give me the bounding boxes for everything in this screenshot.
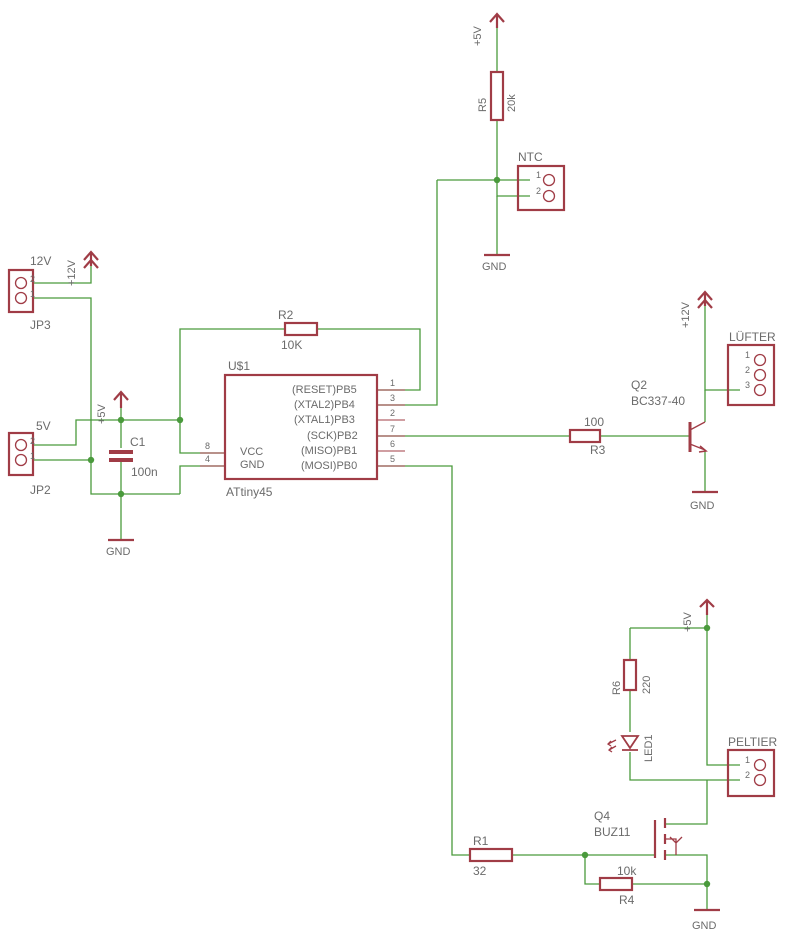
plus5v-symbol-r5: +5V (472, 12, 505, 46)
mcu-pin-label: (RESET)PB5 (292, 384, 357, 396)
svg-text:8: 8 (205, 441, 210, 451)
mcu-attiny45: U$1 ATtiny45 VCC GND 8 4 (RESET)PB5 (XTA… (200, 359, 405, 499)
resistor-r1: R1 32 (468, 834, 514, 878)
svg-text:JP2: JP2 (30, 483, 51, 497)
svg-text:1: 1 (30, 451, 35, 461)
svg-text:U$1: U$1 (228, 359, 250, 373)
plus12v-symbol-luefter: +12V (680, 290, 713, 328)
svg-text:2: 2 (536, 186, 541, 196)
transistor-q2: Q2 BC337-40 (631, 378, 708, 453)
mcu-pin-label: (MISO)PB1 (301, 445, 357, 457)
svg-text:20k: 20k (506, 94, 518, 112)
svg-text:R2: R2 (278, 308, 294, 322)
svg-text:1: 1 (536, 170, 541, 180)
svg-text:Q4: Q4 (594, 809, 610, 823)
svg-text:VCC: VCC (240, 446, 263, 458)
svg-text:1: 1 (30, 289, 35, 299)
mcu-pin-label: (MOSI)PB0 (301, 460, 357, 472)
svg-text:GND: GND (482, 261, 507, 273)
led-led1: LED1 (606, 734, 655, 762)
resistor-r4: 10k R4 (598, 864, 637, 907)
resistor-r2: R2 10K (278, 308, 319, 352)
svg-text:PELTIER: PELTIER (728, 735, 777, 749)
svg-text:2: 2 (30, 274, 35, 284)
svg-text:BC337-40: BC337-40 (631, 394, 685, 408)
connector-ntc: NTC 1 2 (516, 150, 566, 212)
svg-text:10K: 10K (281, 338, 302, 352)
svg-text:R1: R1 (473, 834, 489, 848)
resistor-r5: R5 20k (477, 70, 518, 122)
svg-text:100: 100 (584, 415, 604, 429)
plus5v-symbol-peltier: +5V (682, 598, 715, 632)
plus12v-symbol-jp3: +12V (66, 250, 99, 286)
svg-text:R6: R6 (611, 681, 623, 695)
svg-text:+5V: +5V (96, 403, 108, 424)
junctions (87, 176, 711, 888)
svg-text:+12V: +12V (66, 259, 78, 286)
svg-text:12V: 12V (30, 254, 51, 268)
svg-text:GND: GND (240, 459, 265, 471)
plus5v-symbol-c1: +5V (96, 390, 129, 424)
svg-text:1: 1 (390, 378, 395, 388)
svg-text:1: 1 (745, 350, 750, 360)
svg-text:C1: C1 (130, 435, 146, 449)
gnd-symbol-ntc: GND (482, 253, 510, 273)
svg-text:ATtiny45: ATtiny45 (226, 485, 273, 499)
wires (32, 22, 740, 910)
mosfet-q4: Q4 BUZ11 (594, 809, 683, 860)
svg-text:5V: 5V (36, 419, 51, 433)
svg-text:NTC: NTC (518, 150, 543, 164)
svg-text:4: 4 (205, 454, 210, 464)
svg-text:JP3: JP3 (30, 318, 51, 332)
svg-text:2: 2 (745, 770, 750, 780)
mcu-pin-label: (XTAL1)PB3 (294, 414, 355, 426)
svg-text:2: 2 (745, 365, 750, 375)
svg-text:+5V: +5V (682, 611, 694, 632)
svg-text:32: 32 (473, 864, 487, 878)
svg-text:R5: R5 (477, 98, 489, 112)
svg-text:BUZ11: BUZ11 (594, 825, 631, 839)
svg-text:R3: R3 (590, 443, 606, 457)
svg-text:2: 2 (390, 408, 395, 418)
resistor-r3: 100 R3 (568, 415, 606, 457)
svg-text:R4: R4 (619, 893, 635, 907)
svg-text:GND: GND (692, 920, 717, 932)
svg-text:LED1: LED1 (643, 734, 655, 762)
svg-text:3: 3 (390, 393, 395, 403)
svg-text:100n: 100n (131, 465, 158, 479)
svg-text:3: 3 (745, 380, 750, 390)
mcu-pin-label: (SCK)PB2 (307, 430, 358, 442)
svg-text:GND: GND (106, 546, 131, 558)
connector-peltier: PELTIER 1 2 (726, 735, 777, 798)
resistor-r6: R6 220 (611, 658, 653, 695)
gnd-symbol-c1: GND (106, 538, 134, 558)
svg-text:2: 2 (30, 436, 35, 446)
svg-text:LÜFTER: LÜFTER (729, 330, 776, 344)
gnd-symbol-q4: GND (692, 908, 720, 932)
svg-text:5: 5 (390, 454, 395, 464)
connector-jp3: 12V 2 1 JP3 (7, 254, 51, 332)
svg-text:7: 7 (390, 424, 395, 434)
svg-text:10k: 10k (617, 864, 637, 878)
connector-luefter: LÜFTER 1 2 3 (726, 330, 776, 407)
capacitor-c1: C1 100n (109, 435, 158, 479)
svg-text:+12V: +12V (680, 301, 692, 328)
svg-text:+5V: +5V (472, 25, 484, 46)
gnd-symbol-q2: GND (690, 490, 718, 512)
connector-jp2: 5V 2 1 JP2 (7, 419, 51, 497)
svg-text:220: 220 (641, 676, 653, 694)
svg-text:6: 6 (390, 439, 395, 449)
mcu-pin-label: (XTAL2)PB4 (294, 399, 355, 411)
svg-text:Q2: Q2 (631, 378, 647, 392)
svg-text:1: 1 (745, 755, 750, 765)
svg-text:GND: GND (690, 500, 715, 512)
